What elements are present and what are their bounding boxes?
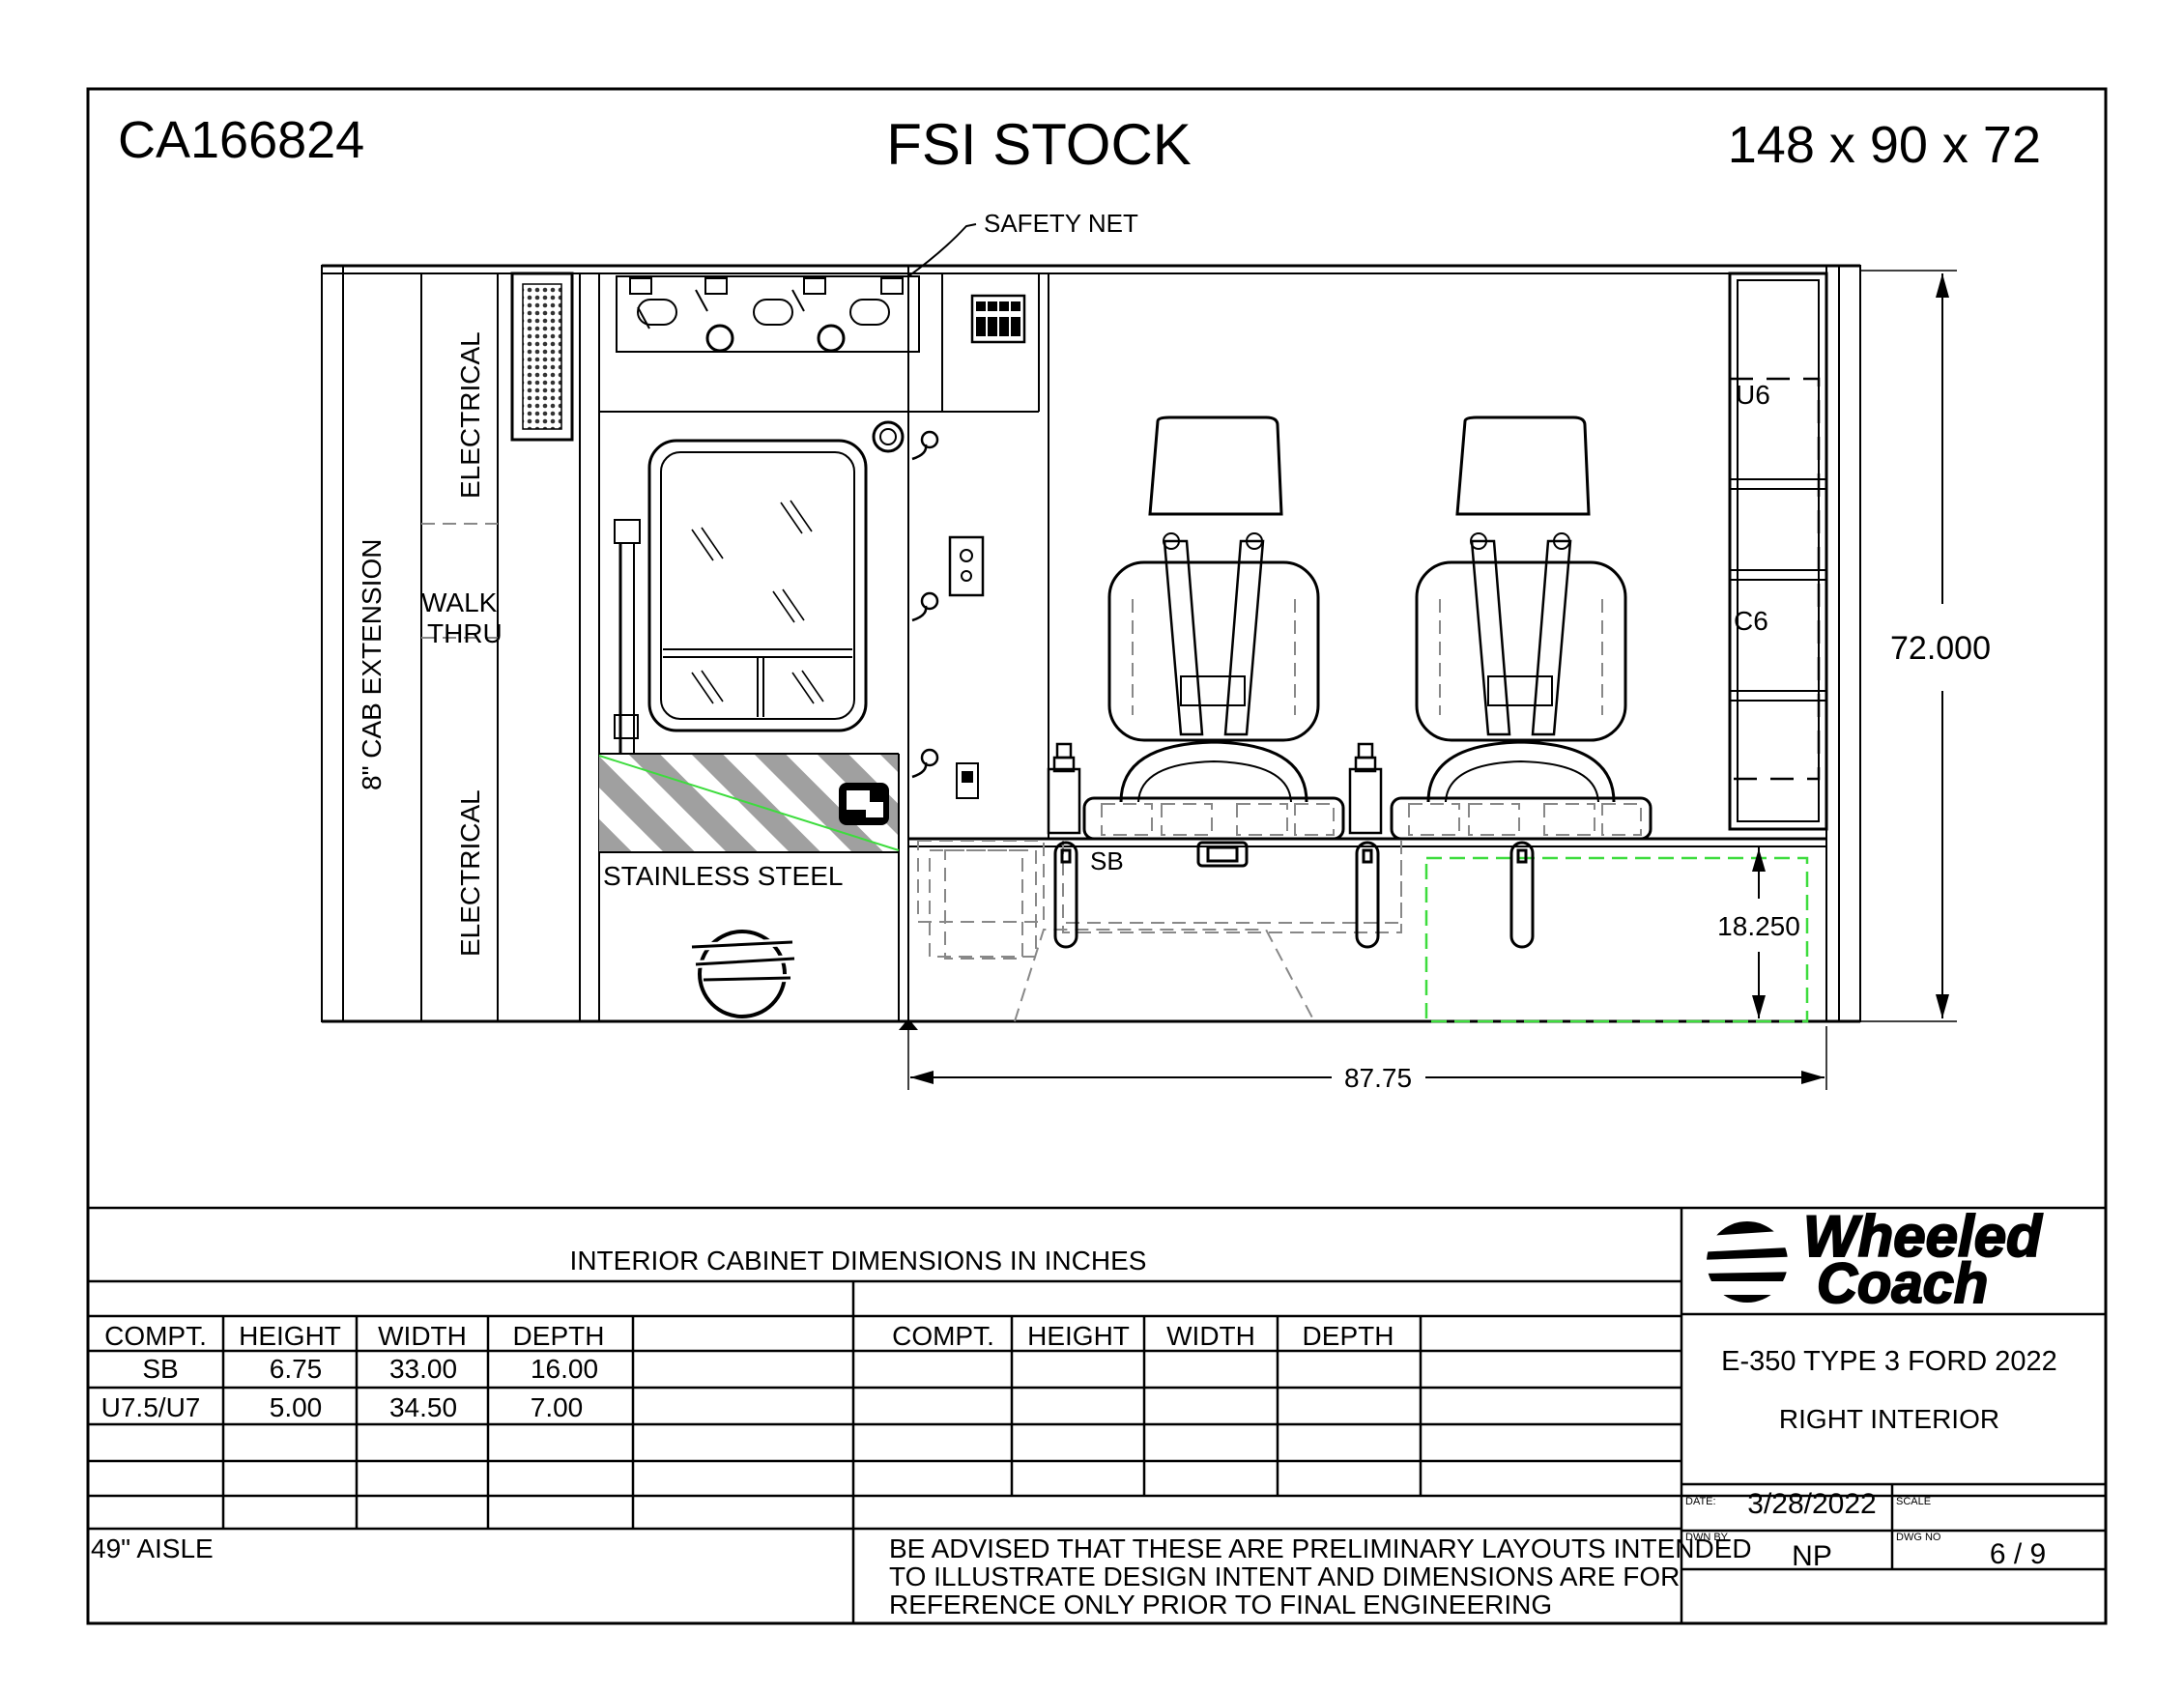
- dim-length: 87.75: [1344, 1063, 1412, 1093]
- belt-clip: [839, 783, 889, 825]
- date-value: 3/28/2022: [1747, 1488, 1876, 1520]
- bench-straps: [1053, 841, 1535, 949]
- table-row-2-compt: U7.5/U7: [101, 1392, 201, 1422]
- label-sb: SB: [1090, 846, 1124, 875]
- overall-dimensions: 148 x 90 x 72: [1728, 116, 2041, 174]
- label-cab-extension: 8" CAB EXTENSION: [357, 539, 387, 790]
- job-number: CA166824: [118, 111, 364, 169]
- label-safety-net: SAFETY NET: [984, 209, 1138, 238]
- view-name: RIGHT INTERIOR: [1779, 1404, 1999, 1434]
- label-stainless-steel: STAINLESS STEEL: [603, 861, 843, 891]
- green-dashed-compartment: [1424, 856, 1809, 1023]
- drawn-by-label: DWN BY: [1685, 1532, 1729, 1543]
- left-header-compt: COMPT.: [104, 1321, 207, 1351]
- interior-elevation: [321, 223, 1861, 1030]
- bottles: [1047, 742, 1383, 835]
- wheeled-coach-mark: [691, 930, 795, 1018]
- disclaimer-line-2: TO ILLUSTRATE DESIGN INTENT AND DIMENSIO…: [889, 1562, 1680, 1591]
- table-row-1-height: 6.75: [270, 1354, 323, 1384]
- left-header-depth: DEPTH: [513, 1321, 605, 1351]
- sheet-border: [86, 87, 2108, 1625]
- table-row-1-compt: SB: [142, 1354, 178, 1384]
- vent-grille: [522, 283, 562, 430]
- right-header-compt: COMPT.: [892, 1321, 994, 1351]
- left-wall: [321, 265, 344, 1022]
- table-row-1-width: 33.00: [389, 1354, 457, 1384]
- sheet-number: 6 / 9: [1990, 1538, 2046, 1570]
- table-row-2-depth: 7.00: [531, 1392, 584, 1422]
- logo-word-coach: Coach: [1817, 1252, 1988, 1315]
- label-electrical-lower: ELECTRICAL: [455, 789, 485, 957]
- label-walk: WALK: [421, 588, 498, 617]
- vent-grille-frame: [510, 272, 574, 442]
- right-wall: [1838, 265, 1861, 1022]
- attendant-seat-2: [1390, 416, 1652, 841]
- switch-panel: [970, 294, 1026, 344]
- attendant-seat-1: [1082, 416, 1345, 841]
- table-row-2-width: 34.50: [389, 1392, 457, 1422]
- date-label: DATE:: [1685, 1496, 1716, 1507]
- label-thru: THRU: [427, 618, 503, 648]
- table-row-2-height: 5.00: [270, 1392, 323, 1422]
- right-header-height: HEIGHT: [1027, 1321, 1130, 1351]
- disclaimer-line-1: BE ADVISED THAT THESE ARE PRELIMINARY LA…: [889, 1533, 1752, 1563]
- model-name: E-350 TYPE 3 FORD 2022: [1721, 1346, 2057, 1377]
- dim-bench-height: 18.250: [1717, 911, 1800, 941]
- receptacle: [948, 535, 985, 597]
- drawing-no-label: DWG NO: [1896, 1532, 1941, 1543]
- disclaimer-line-3: REFERENCE ONLY PRIOR TO FINAL ENGINEERIN…: [889, 1590, 1552, 1619]
- table-row-1-depth: 16.00: [531, 1354, 598, 1384]
- dimension-lines: [907, 270, 1957, 1090]
- table-notes: 49" AISLE: [91, 1533, 214, 1563]
- label-u6: U6: [1736, 380, 1770, 410]
- table-caption: INTERIOR CABINET DIMENSIONS IN INCHES: [570, 1246, 1147, 1275]
- label-c6: C6: [1734, 606, 1768, 636]
- logo-word-wheeled: Wheeled: [1803, 1204, 2043, 1269]
- drawn-by-value: NP: [1792, 1540, 1832, 1572]
- left-header-width: WIDTH: [378, 1321, 467, 1351]
- upper-cabinet: [616, 275, 920, 353]
- company-logo: Wheeled Coach: [1693, 1203, 2044, 1316]
- left-header-height: HEIGHT: [239, 1321, 341, 1351]
- dim-height: 72.000: [1890, 630, 1991, 667]
- drawing-title: FSI STOCK: [886, 112, 1192, 177]
- right-header-width: WIDTH: [1166, 1321, 1255, 1351]
- table-grid: [88, 1206, 2106, 1623]
- right-header-depth: DEPTH: [1303, 1321, 1394, 1351]
- right-cabinets: [1728, 272, 1828, 831]
- label-electrical-upper: ELECTRICAL: [455, 331, 485, 499]
- scale-label: SCALE: [1896, 1496, 1931, 1507]
